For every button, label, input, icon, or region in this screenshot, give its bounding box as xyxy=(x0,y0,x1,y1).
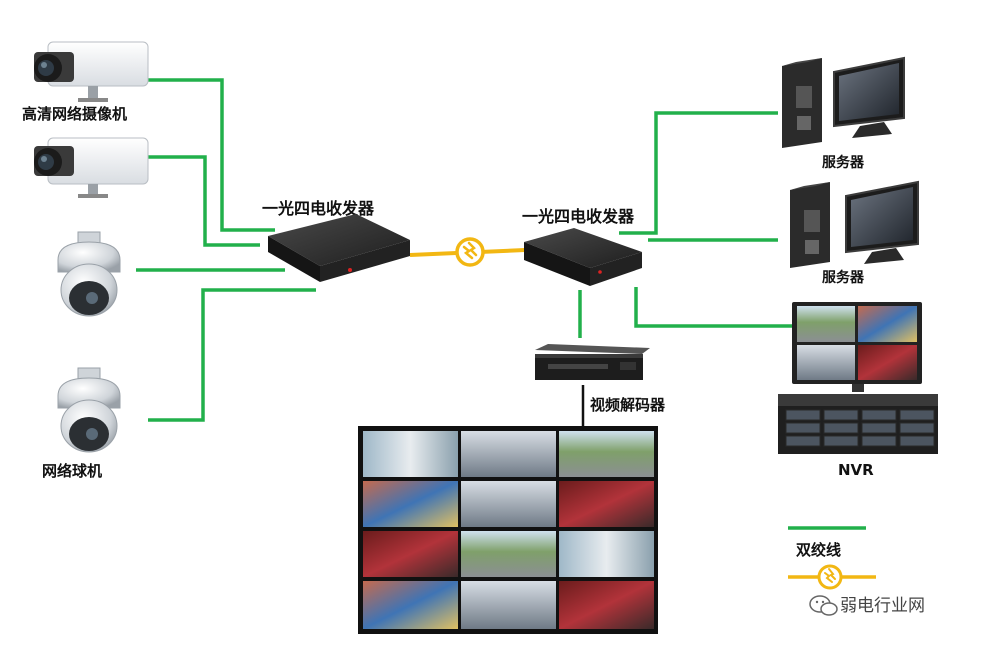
server-bottom-label: 服务器 xyxy=(822,269,865,286)
transceiver-right-label: 一光四电收发器 xyxy=(522,207,635,226)
wechat-icon xyxy=(809,595,838,616)
video-wall-row-4 xyxy=(363,581,654,629)
transceiver-left xyxy=(268,214,410,282)
video-wall-row-2 xyxy=(363,481,654,527)
hd-camera-1 xyxy=(34,41,149,102)
dome-camera-2 xyxy=(57,367,121,453)
cable-hd-camera-2 xyxy=(148,155,260,247)
legend-twisted-pair-label: 双绞线 xyxy=(796,541,841,559)
video-decoder xyxy=(535,344,650,380)
video-wall-row-3 xyxy=(363,531,654,577)
server-top-label: 服务器 xyxy=(822,154,865,171)
cable-dome-camera-2 xyxy=(148,288,316,422)
dome-camera-label: 网络球机 xyxy=(42,462,102,480)
transceiver-right xyxy=(524,228,642,286)
legend-fiber-icon xyxy=(817,564,843,590)
watermark: 弱电行业网 xyxy=(809,595,925,616)
nvr-monitor xyxy=(792,302,922,392)
decoder-label: 视频解码器 xyxy=(590,396,666,414)
cable-hd-camera-1 xyxy=(148,78,275,232)
fiber-link xyxy=(409,237,526,267)
nvr-recorder xyxy=(778,394,938,454)
cable-nvr xyxy=(634,287,796,328)
legend: 双绞线 xyxy=(788,526,876,590)
server-bottom xyxy=(790,180,919,268)
hd-camera-2 xyxy=(34,137,149,198)
transceiver-left-label: 一光四电收发器 xyxy=(262,199,375,218)
watermark-text: 弱电行业网 xyxy=(840,596,925,616)
fiber-link-icon xyxy=(455,237,485,267)
dome-camera-1 xyxy=(57,231,121,317)
video-wall xyxy=(358,426,658,634)
video-wall-row-1 xyxy=(363,431,654,477)
server-top xyxy=(782,56,905,148)
hd-camera-label: 高清网络摄像机 xyxy=(22,105,127,123)
nvr-label: NVR xyxy=(838,461,874,479)
twisted-pair-cables xyxy=(136,78,796,422)
cable-server-top xyxy=(619,111,778,235)
